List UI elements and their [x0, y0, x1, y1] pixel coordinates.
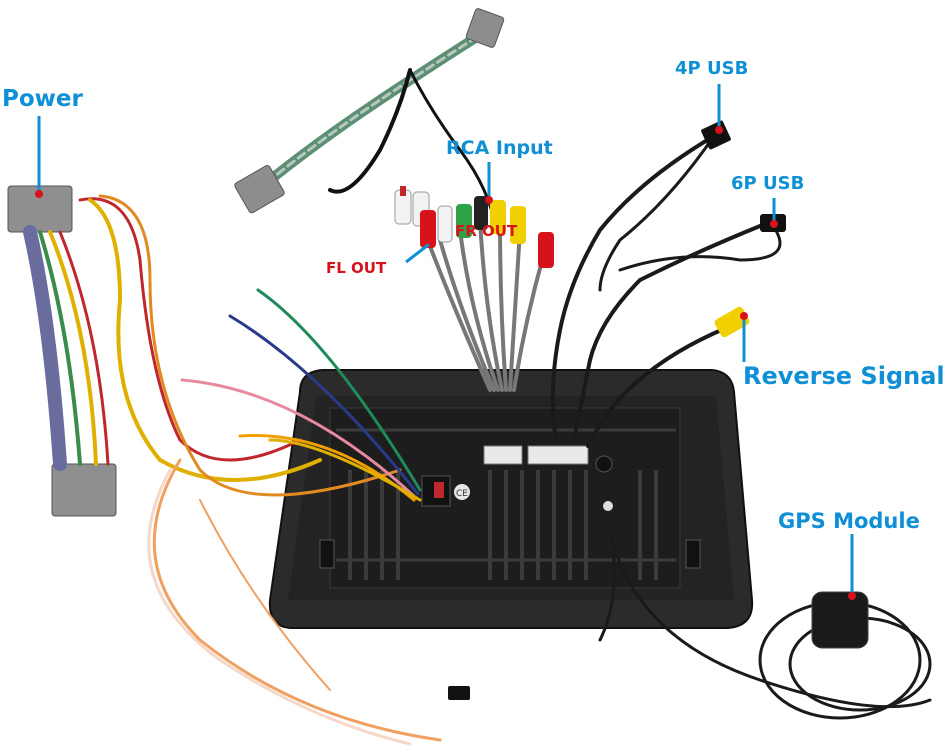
callout-lines	[35, 84, 856, 600]
gps-module-label: GPS Module	[778, 509, 920, 533]
svg-text:CE: CE	[456, 489, 468, 499]
usb-4p-label: 4P USB	[675, 58, 749, 79]
power-label: Power	[2, 86, 83, 112]
power-harness	[7, 185, 402, 517]
gps-antenna	[811, 591, 869, 649]
reverse-signal-label: Reverse Signal	[743, 362, 945, 390]
rca-input-label: RCA Input	[446, 137, 553, 159]
fl-out-label: FL OUT	[326, 259, 387, 277]
fr-out-label: FR OUT	[455, 222, 518, 240]
rca-cables	[418, 218, 547, 392]
usb-6p-label: 6P USB	[731, 173, 805, 194]
loose-wires	[147, 288, 470, 746]
usb-4p-plug	[701, 120, 731, 150]
rca-plugs	[394, 186, 554, 268]
top-harness	[234, 8, 505, 232]
usb-cables	[550, 134, 932, 720]
